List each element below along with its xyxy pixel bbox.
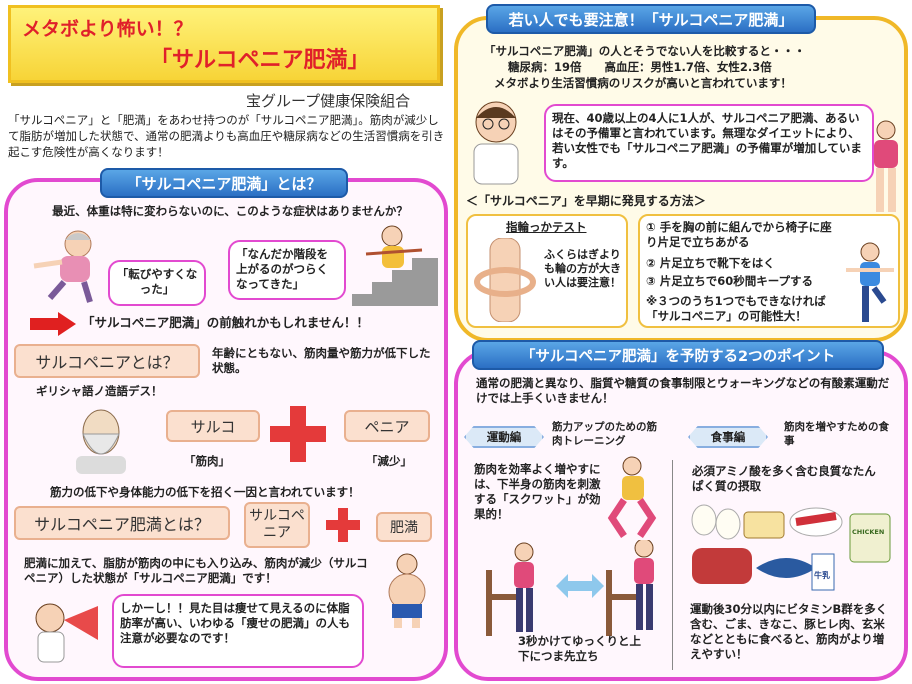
elderly-woman-falling-illustration bbox=[33, 230, 93, 303]
double-arrow-icon bbox=[556, 574, 604, 598]
protein-foods-illustration bbox=[691, 504, 891, 591]
milk-carton-label: 牛乳 bbox=[814, 571, 830, 580]
diet-subtitle: 筋肉を増やすための食事 bbox=[784, 421, 889, 447]
title-line2: 「サルコペニア肥満」 bbox=[150, 48, 370, 73]
one-leg-stand-illustration bbox=[846, 242, 894, 322]
compare-line1: 「サルコペニア肥満」の人とそうでない人を比較すると・・・ bbox=[484, 44, 806, 58]
red-arrow-icon bbox=[30, 312, 76, 336]
greek-note: ギリシャ語ノ造語デス！ bbox=[36, 384, 163, 398]
plus-icon bbox=[270, 406, 326, 462]
bubble-fall-easily: 「転びやすくなった」 bbox=[108, 260, 206, 306]
sarcopenia-definition: 年齢にともない、筋肉量や筋力が低下した状態。 bbox=[212, 346, 431, 375]
precursor-warning: 「サルコペニア肥満」の前触れかもしれません！！ bbox=[82, 315, 369, 330]
prevention-intro: 通常の肥満と異なり、脂質や糖質の食事制限とウォーキングなどの有酸素運動だけでは上… bbox=[476, 376, 890, 405]
diet-tag: 食事編 bbox=[688, 426, 768, 448]
left-panel-header: 「サルコペニア肥満」とは？ bbox=[100, 168, 348, 198]
young-woman-illustration bbox=[874, 120, 898, 212]
overweight-man-illustration bbox=[388, 553, 426, 628]
word-penia-box: ペニア bbox=[344, 410, 430, 442]
title-line1: メタボより怖い！？ bbox=[22, 18, 193, 40]
title-box bbox=[8, 5, 440, 83]
finger-ring-illustration bbox=[474, 238, 536, 322]
ring-test-desc: ふくらはぎよりも輪の方が大きい人は要注意！ bbox=[544, 248, 621, 289]
ring-test-title: 指輪っかテスト bbox=[506, 220, 587, 234]
thin-obesity-bubble: しかーし！！見た目は痩せて見えるのに体脂肪率が高い、いわゆる「痩せの肥満」の人も… bbox=[112, 594, 364, 668]
compare-line2: 糖尿病：19倍 高血圧：男性1.7倍、女性2.3倍 bbox=[508, 60, 772, 74]
diet-description: 必須アミノ酸を多く含む良質なたんぱく質の摂取 bbox=[692, 464, 876, 493]
squat-woman-illustration bbox=[607, 456, 657, 538]
sarcopenia-obesity-definition: 肥満に加えて、脂肪が筋肉の中にも入り込み、筋肉が減少（サルコペニア）した状態が「… bbox=[24, 556, 368, 585]
diet-caption: 運動後30分以内にビタミンB群を多く含む、ごま、きなこ、豚ヒレ肉、玄米などととも… bbox=[690, 602, 888, 661]
word-sarco-box: サルコ bbox=[166, 410, 260, 442]
word-sarcopenia-box: サルコペニア bbox=[244, 502, 310, 548]
megaphone-doctor-illustration bbox=[35, 603, 98, 663]
calf-raise-woman-illustration bbox=[486, 542, 534, 636]
check-note: ※３つのうち1つでもできなければ「サルコペニア」の可能性大！ bbox=[646, 294, 826, 323]
calf-raise-woman-up-illustration bbox=[606, 540, 654, 636]
woman-on-stairs-illustration bbox=[352, 225, 438, 306]
check-item-3: ③ 片足立ちで60秒間キープする bbox=[646, 274, 814, 288]
compare-line3: メタボより生活習慣病のリスクが高いと言われています！ bbox=[494, 76, 792, 90]
column-divider bbox=[672, 460, 673, 670]
sarcopenia-obesity-question-box: サルコペニア肥満とは？ bbox=[14, 506, 230, 540]
chicken-package-label: CHICKEN bbox=[852, 528, 885, 536]
early-detection-title: ＜「サルコペニア」を早期に発見する方法＞ bbox=[466, 194, 706, 208]
symptom-question: 最近、体重は特に変わらないのに、このような症状はありませんか？ bbox=[52, 204, 408, 218]
exercise-caption: 3秒かけてゆっくりと上下につま先立ち bbox=[518, 634, 642, 663]
word-obesity-box: 肥満 bbox=[376, 512, 432, 542]
exercise-tag: 運動編 bbox=[464, 426, 544, 448]
check-item-2: ② 片足立ちで靴下をはく bbox=[646, 256, 775, 270]
doctor-illustration bbox=[473, 101, 519, 185]
greek-scholar-illustration bbox=[76, 409, 126, 474]
prevalence-bubble: 現在、40歳以上の4人に1人が、サルコペニア肥満、あるいはその予備軍と言われてい… bbox=[544, 104, 874, 182]
exercise-description: 筋肉を効率よく増やすには、下半身の筋肉を刺激する「スクワット」が効果的！ bbox=[474, 462, 601, 521]
exercise-subtitle: 筋力アップのための筋肉トレーニング bbox=[552, 421, 657, 447]
sarcopenia-question-box: サルコペニアとは？ bbox=[14, 344, 200, 378]
bubble-stairs-hard: 「なんだか階段を上がるのがつらくなってきた」 bbox=[228, 240, 346, 300]
check-item-1: ① 手を胸の前に組んでから椅子に座り片足で立ちあがる bbox=[646, 220, 832, 249]
organization-name: 宝グループ健康保険組合 bbox=[246, 92, 411, 110]
word-sarco-meaning: 「筋肉」 bbox=[184, 454, 230, 468]
sarcopenia-cause: 筋力の低下や身体能力の低下を招く一因と言われています！ bbox=[50, 485, 360, 499]
plus-icon bbox=[326, 508, 360, 542]
prevention-panel-header: 「サルコペニア肥満」を予防する2つのポイント bbox=[472, 340, 884, 370]
intro-text: 「サルコペニア」と「肥満」をあわせ持つのが「サルコペニア肥満」。筋肉が減少して脂… bbox=[8, 113, 445, 159]
word-penia-meaning: 「減少」 bbox=[366, 454, 412, 468]
right-panel-header: 若い人でも要注意！「サルコペニア肥満」 bbox=[486, 4, 816, 34]
